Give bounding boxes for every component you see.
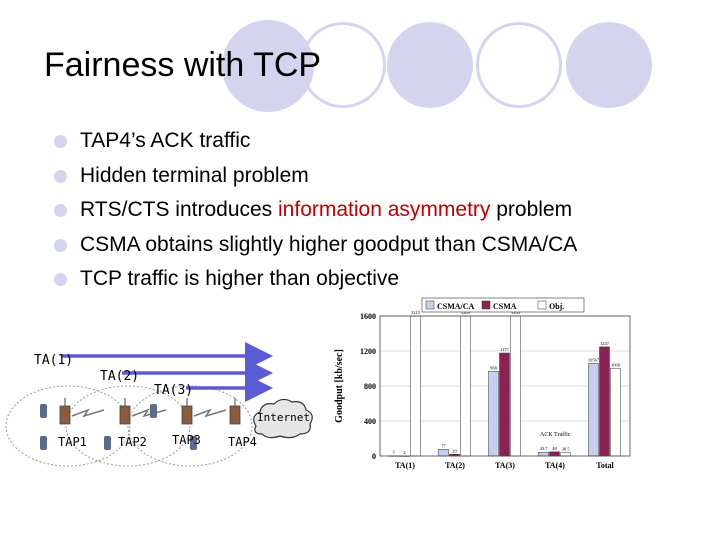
flow-label-1: TA(1)	[34, 353, 73, 368]
flow-label-3: TA(3)	[154, 383, 193, 398]
bullet-item: TAP4’s ACK traffic	[54, 124, 577, 159]
decor-circle-4	[476, 22, 562, 108]
bullet-text: TCP traffic is higher than objective	[80, 267, 400, 290]
bar-value-label: 3	[392, 450, 395, 455]
bar-value-label: 20	[452, 448, 457, 453]
bar-value-label: 1177	[500, 347, 510, 352]
node-label-2: TAP2	[118, 435, 147, 449]
terminal-device-icon	[40, 404, 47, 450]
bullet-text: TAP4’s ACK traffic	[80, 129, 251, 152]
bullet-list: TAP4’s ACK traffic Hidden terminal probl…	[54, 124, 577, 297]
bullet-dot-icon	[54, 238, 67, 252]
bullet-text: Hidden terminal problem	[80, 163, 309, 187]
bar-Obj.	[560, 452, 571, 457]
bar-CSMA	[549, 451, 560, 457]
terminal-device-icon	[104, 404, 157, 450]
bullet-dot-icon	[54, 204, 67, 217]
access-point-icon	[229, 398, 241, 425]
x-tick-label: TA(2)	[445, 461, 465, 470]
bullet-dot-icon	[54, 135, 67, 148]
bullet-text: CSMA obtains slightly higher goodput tha…	[80, 232, 578, 256]
legend-swatch	[425, 300, 435, 310]
slide-title: Fairness with TCP	[44, 46, 322, 84]
bar-CSMA/CA	[538, 451, 549, 457]
bar-value-label: 1000	[611, 363, 621, 368]
bullet-item: Hidden terminal problem	[54, 159, 577, 194]
internet-label: Internet	[257, 411, 310, 424]
x-tick-label: Total	[596, 461, 614, 470]
bullet-item: CSMA obtains slightly higher goodput tha…	[54, 228, 577, 263]
bullet-item: RTS/CTS introduces information asymmetry…	[54, 193, 577, 228]
bar-CSMA	[599, 346, 610, 457]
bar-CSMA/CA	[488, 371, 499, 457]
coverage-range-2	[65, 385, 191, 467]
decor-circle-3	[387, 22, 473, 108]
legend-label: CSMA	[493, 302, 517, 311]
decor-circle-1	[222, 20, 314, 112]
bar-CSMA	[499, 352, 510, 457]
bar-value-label: 77	[441, 443, 446, 448]
bar-value-label: 968	[490, 365, 498, 370]
bar-Obj.	[510, 315, 521, 457]
coverage-range-1	[5, 385, 131, 467]
y-tick-label: 1200	[360, 347, 376, 356]
wireless-link-icon	[71, 408, 105, 418]
bar-value-label: 43.7	[540, 446, 549, 451]
internet-cloud-icon	[253, 398, 313, 439]
node-label-1: TAP1	[58, 435, 87, 449]
x-tick-label: TA(1)	[395, 461, 415, 470]
bar-Obj.	[410, 315, 421, 457]
decor-circle-2	[300, 22, 386, 108]
bullet-text-post: problem	[490, 198, 573, 221]
bullet-item: TCP traffic is higher than objective	[54, 262, 577, 297]
legend-label: Obj.	[549, 302, 564, 311]
terminal-device-icon	[190, 436, 197, 450]
wireless-link-icon	[193, 408, 227, 418]
x-tick-label: TA(3)	[495, 461, 515, 470]
coverage-range-3	[127, 385, 253, 467]
plot-frame	[379, 315, 631, 457]
legend-swatch	[537, 300, 547, 310]
y-tick-label: 800	[364, 382, 376, 391]
bar-value-label: 10567	[588, 357, 600, 362]
bar-value-label: 3203	[461, 310, 471, 315]
y-tick-label: 400	[364, 417, 376, 426]
flow-label-2: TA(2)	[100, 369, 139, 384]
bar-CSMA/CA	[588, 363, 599, 457]
bar-value-label: 1247	[600, 341, 610, 346]
bar-value-label: 48	[552, 446, 557, 451]
bullet-dot-icon	[54, 169, 67, 183]
node-label-4: TAP4	[228, 435, 257, 449]
bar-Obj.	[460, 315, 471, 457]
y-tick-label: 0	[372, 452, 376, 461]
access-point-icon	[181, 398, 193, 425]
bar-Obj.	[610, 368, 621, 457]
bar-value-label: 38.5	[562, 447, 571, 452]
node-label-3: TAP3	[172, 433, 201, 447]
bullet-dot-icon	[54, 273, 67, 286]
bar-value-label: 3215	[411, 310, 421, 315]
legend-swatch	[481, 300, 491, 310]
x-tick-label: TA(4)	[545, 461, 565, 470]
access-point-icon	[59, 398, 71, 425]
ack-traffic-annotation: ACK Traffic	[540, 431, 571, 438]
legend-label: CSMA/CA	[437, 302, 475, 311]
bar-value-label: 2	[403, 450, 405, 455]
bar-CSMA/CA	[438, 449, 449, 457]
bullet-text-pre: RTS/CTS introduces	[80, 198, 279, 221]
y-tick-label: 1600	[360, 312, 376, 321]
bullet-highlight: information asymmetry	[278, 198, 491, 221]
access-point-icon	[119, 398, 131, 425]
bar-value-label: 3203	[511, 310, 521, 315]
decor-circle-5	[566, 22, 652, 108]
network-diagram: TA(1) TA(2) TA(3) Internet TAP1 TAP2 TAP…	[5, 342, 313, 467]
y-axis-label: Goodput [kb/sec]	[334, 349, 345, 423]
wireless-link-icon	[131, 408, 167, 418]
